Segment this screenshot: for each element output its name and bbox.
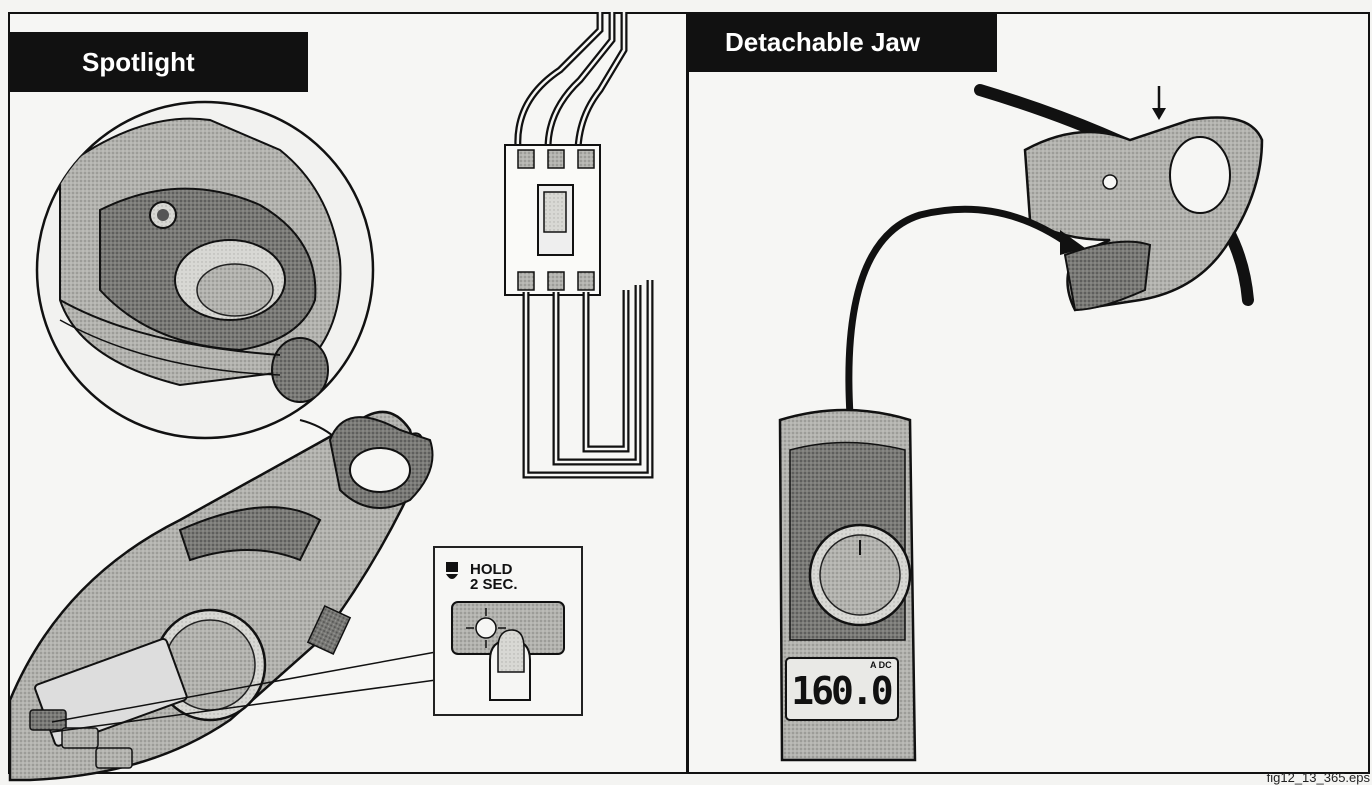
hold-label: HOLD 2 SEC. (470, 562, 518, 592)
panel-divider (686, 12, 689, 774)
circuit-breaker (505, 12, 650, 475)
meter-lead (849, 209, 1085, 415)
spotlight-magnifier (37, 102, 373, 438)
panel-title-detachable-jaw-text: Detachable Jaw (725, 29, 920, 55)
panel-title-spotlight: Spotlight (8, 32, 308, 92)
panel-title-detachable-jaw: Detachable Jaw (689, 12, 997, 72)
panel-title-spotlight-text: Spotlight (82, 49, 195, 75)
clamp-meter (10, 412, 433, 780)
hold-label-line2: 2 SEC. (470, 577, 518, 592)
figure-caption: fig12_13_365.eps (1267, 770, 1370, 785)
hold-label-line1: HOLD (470, 562, 518, 577)
meter-unit: A DC (870, 660, 892, 670)
meter-reading: 160.0 (790, 666, 892, 716)
